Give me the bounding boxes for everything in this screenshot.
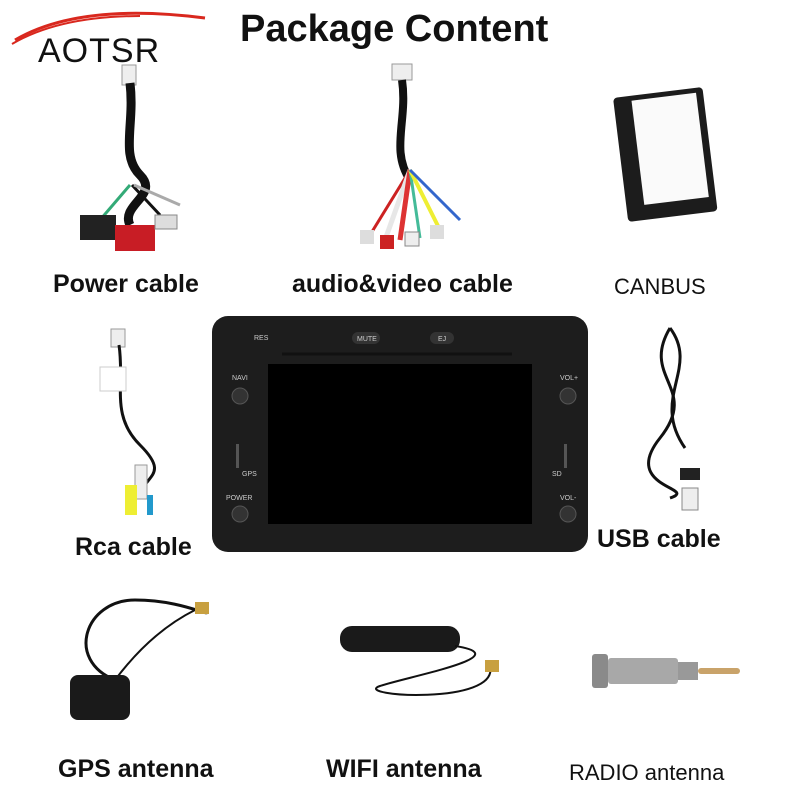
label-rca-cable: Rca cable: [75, 533, 192, 561]
sd-slot-label: SD: [552, 471, 562, 478]
radio-antenna-image: [592, 654, 740, 688]
label-wifi-antenna: WIFI antenna: [326, 755, 482, 783]
wifi-antenna-image: [340, 626, 499, 696]
label-gps-antenna: GPS antenna: [58, 755, 214, 783]
gps-slot-label: GPS: [242, 471, 257, 478]
head-unit-image: RES MUTE EJ NAVI VOL+ GPS SD POWER VOL-: [212, 316, 588, 552]
label-usb-cable: USB cable: [597, 525, 721, 553]
logo: AOTSR: [0, 0, 220, 80]
label-power-cable: Power cable: [53, 270, 199, 298]
power-button-label: POWER: [226, 495, 252, 502]
label-radio-antenna: RADIO antenna: [569, 760, 725, 785]
av-cable-image: [360, 63, 462, 249]
navi-button-label: NAVI: [232, 375, 248, 382]
canbus-box-image: [613, 87, 718, 222]
rca-cable-image: [99, 328, 156, 515]
vol-up-button-label: VOL+: [560, 375, 578, 382]
label-av-cable: audio&video cable: [292, 270, 513, 298]
vol-down-button-label: VOL-: [560, 495, 577, 502]
label-canbus: CANBUS: [614, 274, 706, 299]
logo-swoosh: [11, 11, 206, 45]
usb-cable-image: [647, 327, 700, 511]
res-button-label: RES: [254, 335, 269, 342]
brand-name: AOTSR: [38, 32, 161, 70]
mute-button-label: MUTE: [357, 336, 377, 343]
eject-button-label: EJ: [438, 336, 446, 343]
page-title: Package Content: [240, 8, 549, 50]
power-cable-image: [80, 64, 181, 251]
gps-antenna-image: [70, 598, 209, 720]
